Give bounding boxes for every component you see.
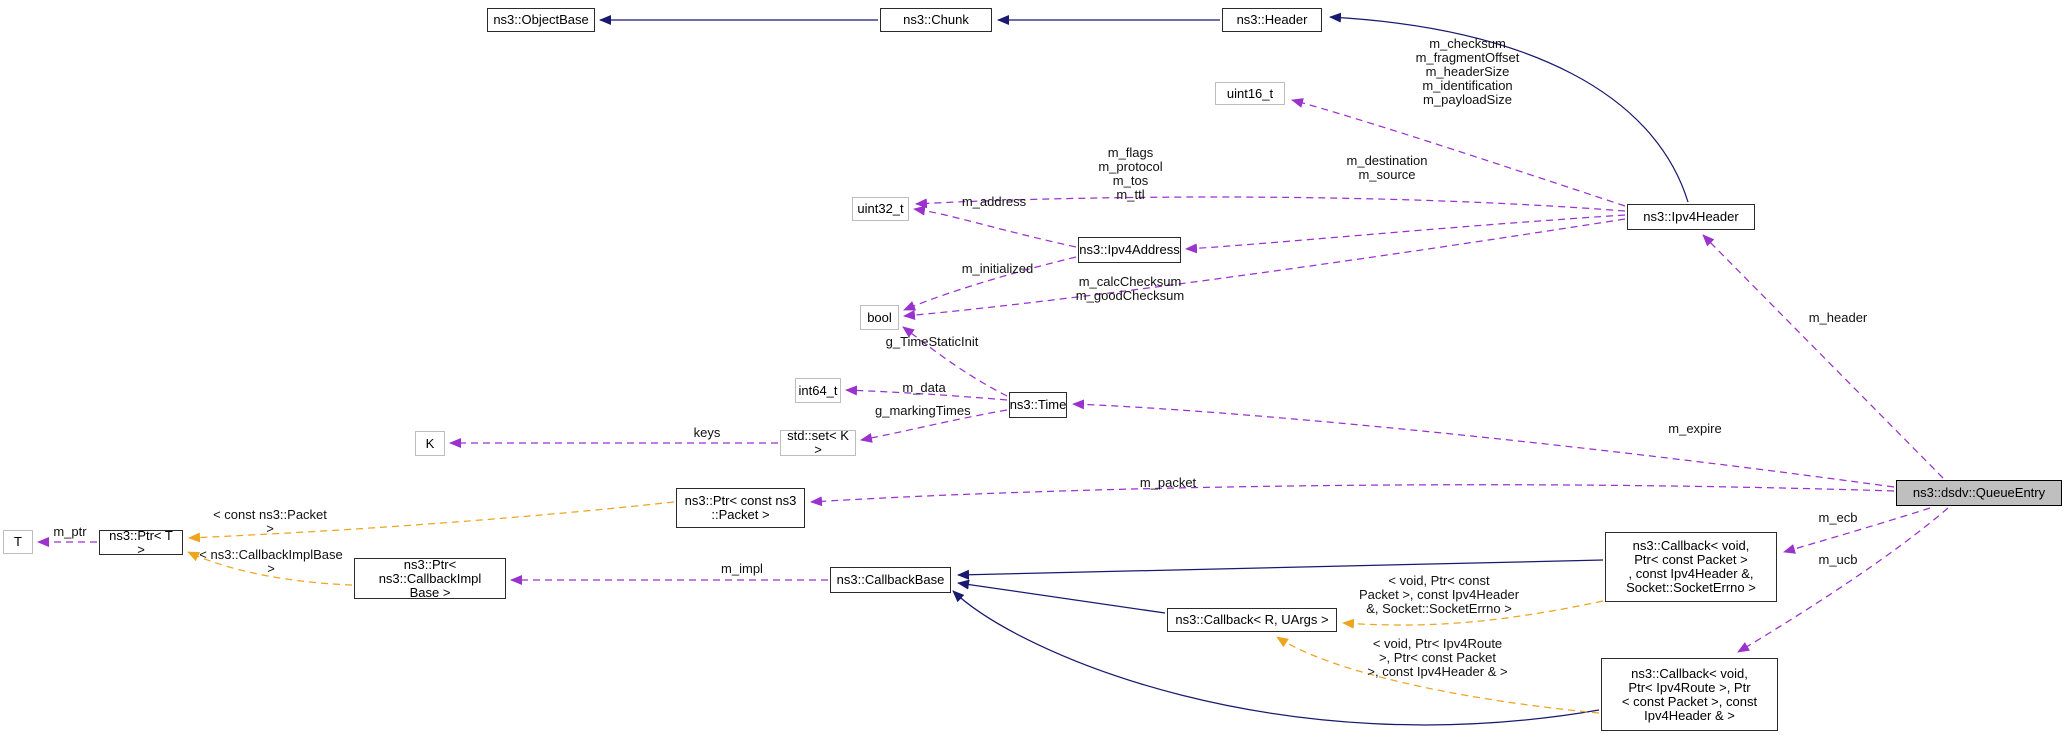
edge-label-ipv4header-uint16-members: m_checksum m_fragmentOffset m_headerSize… [1415,36,1520,107]
edge-inherit-callback-ucb-callbackbase [952,590,1600,726]
node-t: T [3,530,33,554]
edge-label-m-header: m_header [1808,310,1868,325]
node-int64-t: int64_t [795,378,841,403]
edge-usage-queueentry-time [1072,399,1895,488]
edge-usage-ipv4header-bool [903,218,1626,321]
edge-usage-ipv4address-bool [903,256,1077,311]
node-uint16-t: uint16_t [1215,82,1285,105]
edge-template-callback-ecb-callback-r-uargs [1342,600,1604,629]
edge-usage-ipv4header-ipv4address [1185,214,1626,254]
edge-label-template-callbackimplbase: < ns3::CallbackImplBase > [199,547,343,576]
node-bool: bool [860,305,899,330]
node-uint32-t: uint32_t [852,197,909,221]
edge-inherit-callback-ecb-callbackbase [957,559,1604,580]
node-ptr-const-packet[interactable]: ns3::Ptr< const ns3 ::Packet > [676,488,805,528]
node-ipv4header[interactable]: ns3::Ipv4Header [1627,204,1755,230]
edge-template-callback-ucb-callback-r-uargs [1276,636,1600,714]
node-std-set-k: std::set< K > [780,429,856,457]
edge-label-m-impl: m_impl [721,561,763,576]
edge-template-ptrcallbackimplbase-ptrt [187,551,353,586]
edge-label-keys: keys [693,425,721,440]
node-callbackbase[interactable]: ns3::CallbackBase [830,567,951,593]
node-callback-ucb[interactable]: ns3::Callback< void, Ptr< Ipv4Route >, P… [1601,658,1778,731]
edge-label-template-ecb-args: < void, Ptr< const Packet >, const Ipv4H… [1358,573,1520,616]
node-header[interactable]: ns3::Header [1222,8,1322,32]
edge-usage-queueentry-callback-ecb [1783,507,1931,554]
edge-usage-queueentry-ipv4header [1702,234,1944,479]
edge-label-template-ucb-args: < void, Ptr< Ipv4Route >, Ptr< const Pac… [1367,636,1508,679]
edge-label-m-calcchecksum-goodchecksum: m_calcChecksum m_goodChecksum [1075,274,1185,303]
edge-label-m-packet: m_packet [1139,475,1197,490]
node-k: K [415,431,445,456]
node-queueentry: ns3::dsdv::QueueEntry [1896,480,2062,506]
edge-usage-queueentry-callback-ucb [1737,507,1949,653]
node-objectbase[interactable]: ns3::ObjectBase [487,8,595,32]
edge-label-g-timestaticinit: g_TimeStaticInit [885,334,979,349]
edge-usage-queueentry-ptrpacket [810,484,1895,507]
node-callback-r-uargs[interactable]: ns3::Callback< R, UArgs > [1167,608,1337,632]
edge-inherit-callback-r-uargs-callbackbase [957,579,1166,614]
edge-label-m-destination-source: m_destination m_source [1346,153,1428,182]
node-chunk[interactable]: ns3::Chunk [880,8,992,32]
node-callback-ecb[interactable]: ns3::Callback< void, Ptr< const Packet >… [1605,532,1777,602]
edge-label-m-ecb: m_ecb [1818,510,1858,525]
node-time[interactable]: ns3::Time [1009,392,1067,418]
node-ptr-callbackimplbase[interactable]: ns3::Ptr< ns3::CallbackImpl Base > [354,557,506,599]
edge-template-ptrpacket-ptrt [188,501,675,543]
edge-label-m-ptr: m_ptr [53,524,87,539]
edge-usage-ipv4header-uint32 [915,196,1626,212]
edge-label-m-ucb: m_ucb [1818,552,1858,567]
node-ipv4address[interactable]: ns3::Ipv4Address [1078,237,1181,263]
node-ptr-t[interactable]: ns3::Ptr< T > [99,528,183,556]
edge-label-m-expire: m_expire [1668,421,1722,436]
edge-inherit-ipv4header-header [1329,12,1689,203]
edge-label-m-data: m_data [902,380,946,395]
edge-usage-ipv4address-uint32 [913,205,1077,248]
edge-label-template-const-packet: < const ns3::Packet > [213,507,327,536]
edge-usage-ipv4header-uint16 [1291,98,1626,207]
edge-label-m-address: m_address [961,194,1027,209]
edge-label-m-initialized: m_initialized [961,261,1034,276]
edge-label-g-markingtimes: g_markingTimes [875,403,971,418]
edge-usage-time-stdset [860,409,1008,443]
edge-label-ipv4header-uint32-members: m_flags m_protocol m_tos m_ttl [1098,145,1163,202]
edge-usage-time-bool [902,326,1008,397]
